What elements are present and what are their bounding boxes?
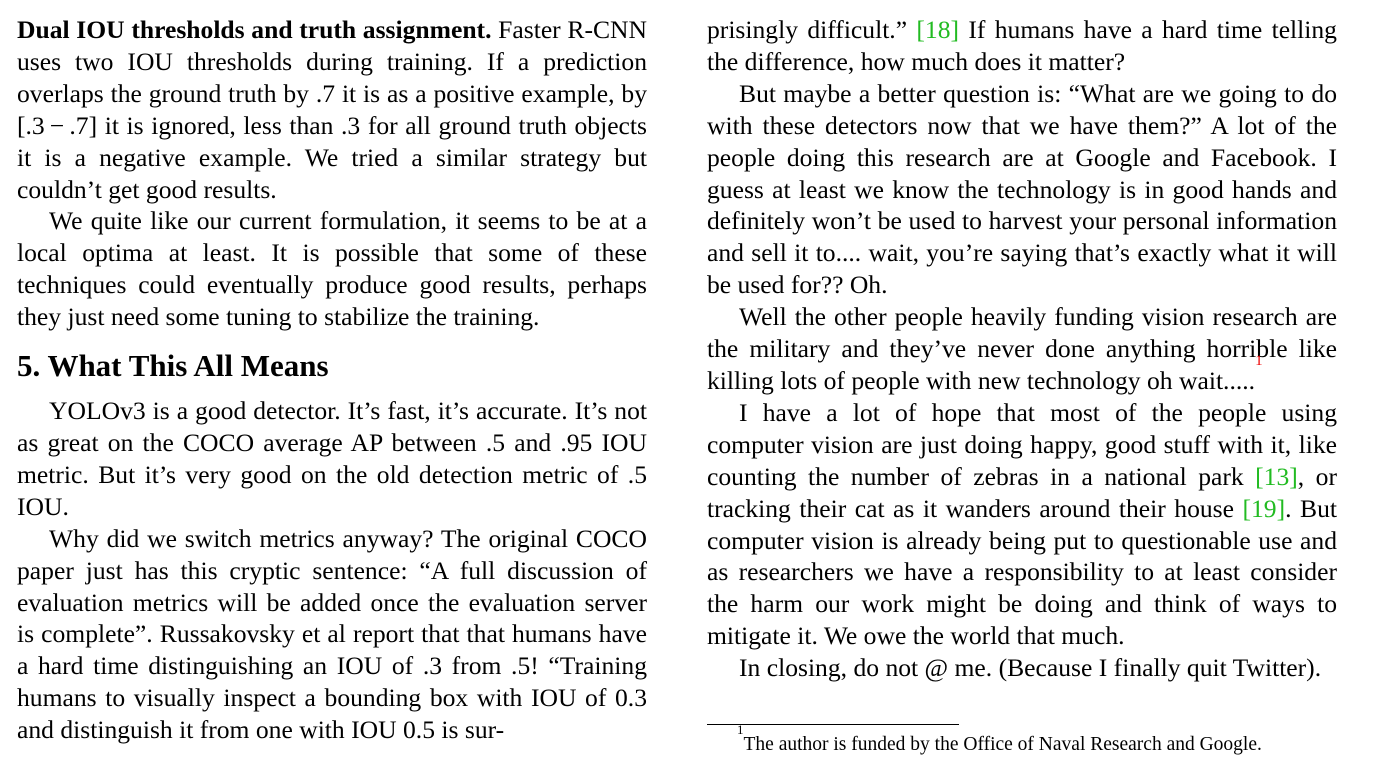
paragraph-text: If humans have a hard time telling the d… [707,15,1337,76]
citation-link-19[interactable]: [19] [1242,493,1286,523]
citation-link-13[interactable]: [13] [1255,461,1298,491]
paragraph-closing: In closing, do not @ me. (Because I fina… [739,653,1322,683]
footnote-divider [707,724,959,725]
paragraph-better-question: But maybe a better question is: “What ar… [707,78,1337,300]
paragraph-hope: I have a lot of hope that most of the pe… [707,397,1337,652]
citation-link-18[interactable]: [18] [916,15,960,44]
paragraph-text: Well the other people heavily funding vi… [707,302,1337,395]
paragraph-yolov3-summary: YOLOv3 is a good detector. It’s fast, it… [17,396,647,521]
paragraph-text: prisingly difficult.” [707,15,917,44]
footnote-text: The author is funded by the Office of Na… [743,734,1262,755]
left-column: Dual IOU thresholds and truth assignment… [17,14,647,746]
section-title: 5. What This All Means [17,348,329,384]
paragraph-heading-dual-iou: Dual IOU thresholds and truth assignment… [17,15,492,44]
right-column: prisingly difficult.” [18] If humans hav… [707,14,1337,684]
paragraph-switch-metrics: Why did we switch metrics anyway? The or… [17,523,647,745]
footnote-marker[interactable]: 1 [1255,352,1263,369]
footnote: 1The author is funded by the Office of N… [707,723,1337,758]
paragraph-dual-iou: Dual IOU thresholds and truth assignment… [17,14,647,205]
paragraph-difficult: prisingly difficult.” [18] If humans hav… [707,14,1337,78]
paragraph-formulation: We quite like our current formulation, i… [17,206,647,332]
footnote-number: 1 [737,722,744,737]
paragraph-military: Well the other people heavily funding vi… [707,301,1337,397]
paragraph-text: . But computer vision is already being p… [707,493,1337,651]
paragraph-text: I have a lot of hope that most of the pe… [707,397,1337,491]
paragraph-text: , or tracking their cat as it wanders ar… [707,461,1337,523]
paragraph-text-dual-iou: Faster R-CNN uses two IOU thresholds dur… [17,15,648,204]
